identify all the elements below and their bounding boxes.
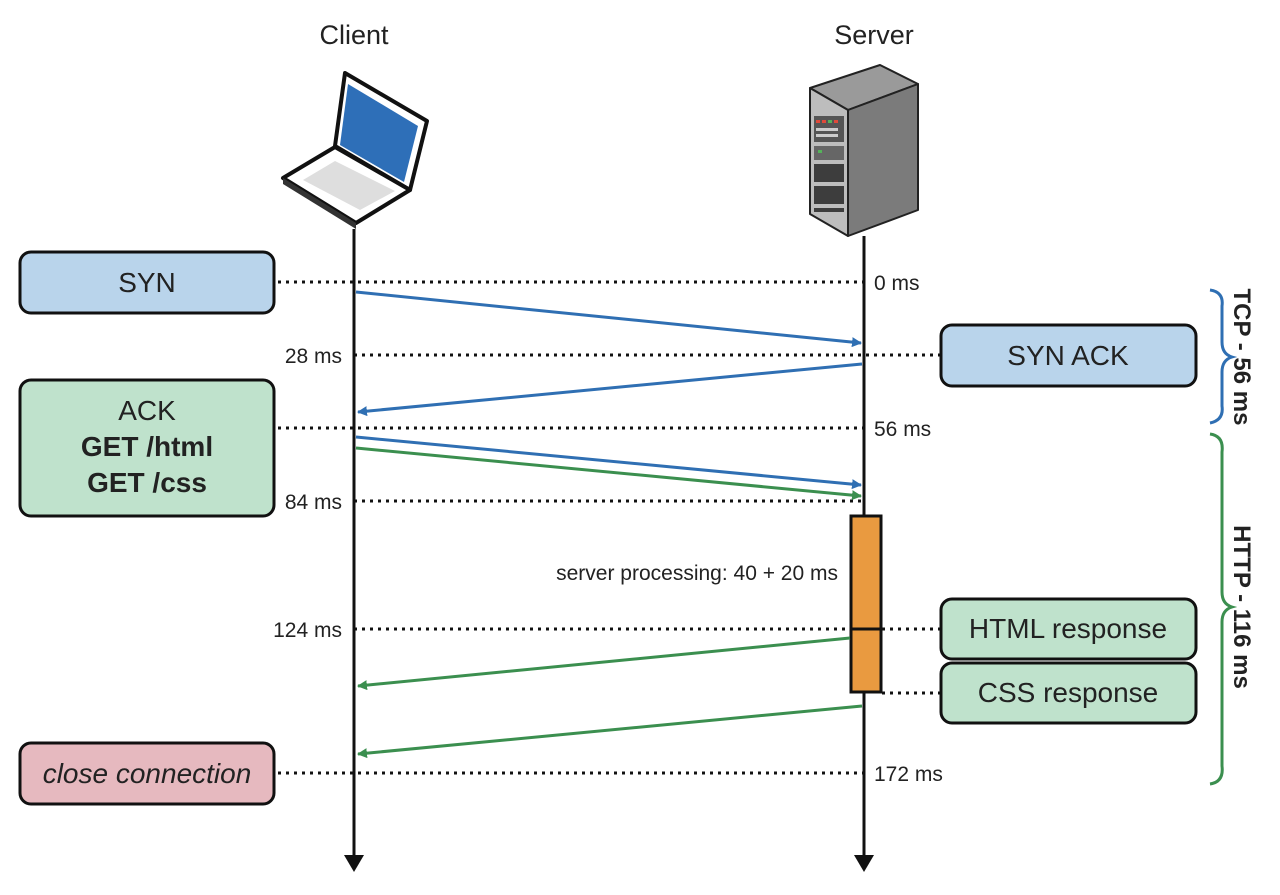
- ack-get-box: [18, 378, 276, 518]
- server-processing-bar: [849, 514, 883, 694]
- css-response-box: [939, 661, 1198, 725]
- html-response-label: HTML response: [969, 613, 1167, 644]
- close-connection-box: [18, 741, 276, 806]
- syn-arrow: [355, 290, 862, 348]
- laptop-icon: [281, 71, 429, 229]
- ack-arrow: [355, 435, 862, 490]
- time-label-124ms: 124 ms: [273, 619, 342, 642]
- css-response-arrow: [357, 704, 863, 759]
- tcp-bracket: [1209, 288, 1238, 425]
- time-label-0ms: 0 ms: [874, 272, 920, 295]
- html-response-box: [939, 597, 1198, 661]
- client-timeline-arrowhead: [344, 855, 364, 872]
- syn-label: SYN: [118, 267, 176, 298]
- close-connection-label: close connection: [43, 758, 252, 789]
- syn-ack-arrow: [357, 362, 863, 417]
- syn-box: [18, 250, 276, 315]
- css-response-label: CSS response: [978, 677, 1159, 708]
- http-bracket-label: HTTP - 116 ms: [1228, 525, 1255, 689]
- tcp-bracket-label: TCP - 56 ms: [1228, 289, 1255, 426]
- time-label-56ms: 56 ms: [874, 418, 931, 441]
- syn-ack-label: SYN ACK: [1007, 340, 1129, 371]
- http-bracket: [1209, 432, 1238, 786]
- server-timeline-arrowhead: [854, 855, 874, 872]
- time-guides: [278, 280, 940, 775]
- server-header: Server: [834, 20, 914, 50]
- time-label-28ms: 28 ms: [285, 345, 342, 368]
- client-header: Client: [319, 20, 389, 50]
- ack-label: ACK: [118, 395, 176, 426]
- server-rack-icon: [809, 64, 919, 237]
- get-html-label: GET /html: [81, 431, 213, 462]
- time-label-84ms: 84 ms: [285, 491, 342, 514]
- get-css-label: GET /css: [87, 467, 207, 498]
- time-label-172ms: 172 ms: [874, 763, 943, 786]
- server-processing-label: server processing: 40 + 20 ms: [556, 562, 838, 585]
- get-request-arrow: [355, 446, 862, 501]
- html-response-arrow: [357, 636, 851, 691]
- syn-ack-box: [939, 323, 1198, 388]
